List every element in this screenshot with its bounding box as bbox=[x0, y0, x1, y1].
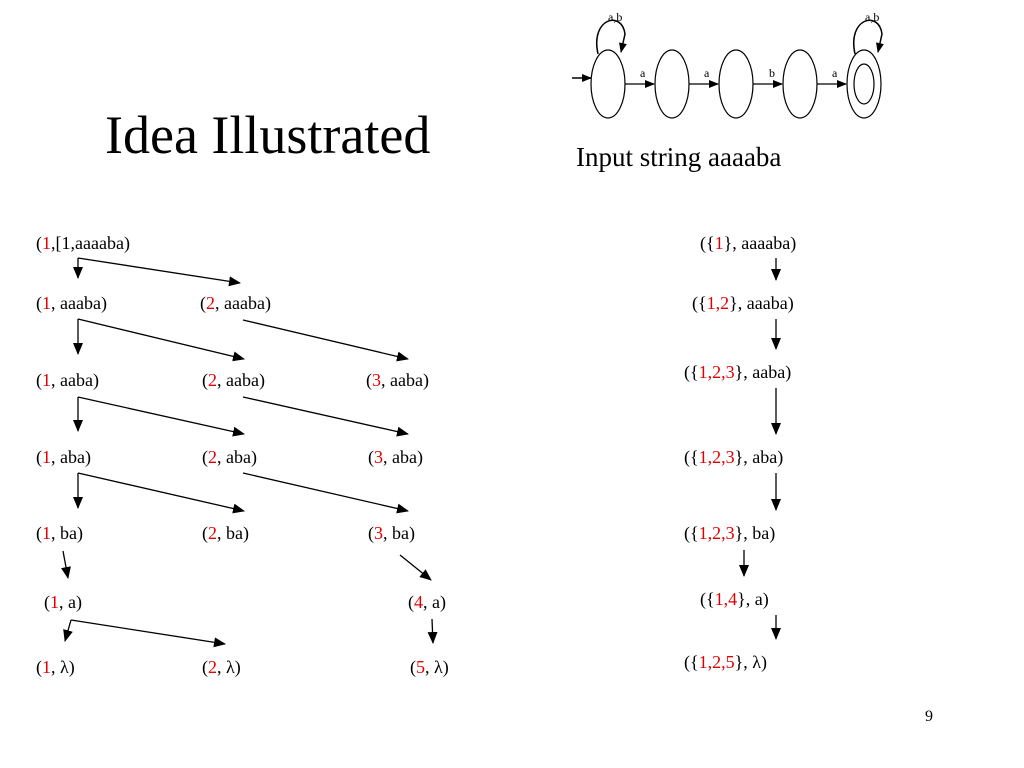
edge-label-3-4: b bbox=[769, 66, 775, 80]
config-1-a: (1, a) bbox=[44, 592, 82, 612]
state-5-final bbox=[846, 49, 882, 119]
config-1-lambda: (1, λ) bbox=[36, 657, 75, 677]
branch-arrow-r3-to-2 bbox=[77, 396, 245, 437]
arrow-4-a-to-5-lambda bbox=[427, 618, 438, 644]
branch-arrow-r4-from2-to-3 bbox=[242, 472, 409, 514]
config-5-lambda: (5, λ) bbox=[410, 657, 449, 677]
state-5-inner-ring bbox=[853, 63, 875, 105]
config-2-aba: (2, aba) bbox=[202, 447, 257, 467]
config-2-aaba: (2, aaba) bbox=[202, 370, 265, 390]
subset-config-3: ({1,2,3}, aaba) bbox=[684, 362, 792, 382]
branch-arrow-r1-to-2 bbox=[77, 257, 241, 287]
branch-arrow-r2-from2-to-3 bbox=[242, 319, 409, 362]
subset-config-1: ({1}, aaaaba) bbox=[700, 233, 797, 253]
self-loop-1 bbox=[595, 19, 627, 55]
config-2-aaaba: (2, aaaba) bbox=[200, 293, 271, 313]
branch-arrow-r2-to-2 bbox=[77, 318, 245, 362]
config-3-aba: (3, aba) bbox=[368, 447, 423, 467]
branch-arrow-r6-to-1 bbox=[63, 619, 73, 642]
edge-label-1-2: a bbox=[640, 66, 646, 80]
subset-config-4: ({1,2,3}, aba) bbox=[684, 447, 784, 467]
arrow-3-ba-to-4-a bbox=[399, 554, 432, 581]
config-1-aaaba: (1, aaaba) bbox=[36, 293, 107, 313]
config-1-aba: (1, aba) bbox=[36, 447, 91, 467]
loop-label-1: a,b bbox=[608, 10, 622, 24]
branch-arrow-r6-to-2 bbox=[70, 619, 226, 648]
config-1-aaba: (1, aaba) bbox=[36, 370, 99, 390]
config-4-a: (4, a) bbox=[408, 592, 446, 612]
self-loop-5 bbox=[852, 19, 884, 55]
loop-label-5: a,b bbox=[865, 10, 879, 24]
config-1-ba: (1, ba) bbox=[36, 523, 83, 543]
config-3-ba: (3, ba) bbox=[368, 523, 415, 543]
slide-title: Idea Illustrated bbox=[105, 105, 431, 165]
page-number: 9 bbox=[925, 708, 933, 725]
subset-config-2: ({1,2}, aaaba) bbox=[692, 293, 794, 313]
branch-arrow-r4-to-2 bbox=[77, 472, 245, 514]
config-3-aaba: (3, aaba) bbox=[366, 370, 429, 390]
config-2-lambda: (2, λ) bbox=[202, 657, 241, 677]
arrow-1-ba-to-1-a bbox=[61, 550, 71, 579]
config-2-ba: (2, ba) bbox=[202, 523, 249, 543]
edge-label-2-3: a bbox=[704, 66, 710, 80]
branch-arrow-r3-from2-to-3 bbox=[242, 396, 409, 437]
config-1-aaaaba: (1,[1,aaaaba) bbox=[36, 233, 130, 253]
edge-label-4-5: a bbox=[832, 66, 838, 80]
input-string-caption: Input string aaaaba bbox=[576, 142, 782, 172]
subset-config-7: ({1,2,5}, λ) bbox=[684, 652, 768, 672]
subset-config-5: ({1,2,3}, ba) bbox=[684, 523, 776, 543]
subset-config-6: ({1,4}, a) bbox=[700, 589, 769, 609]
